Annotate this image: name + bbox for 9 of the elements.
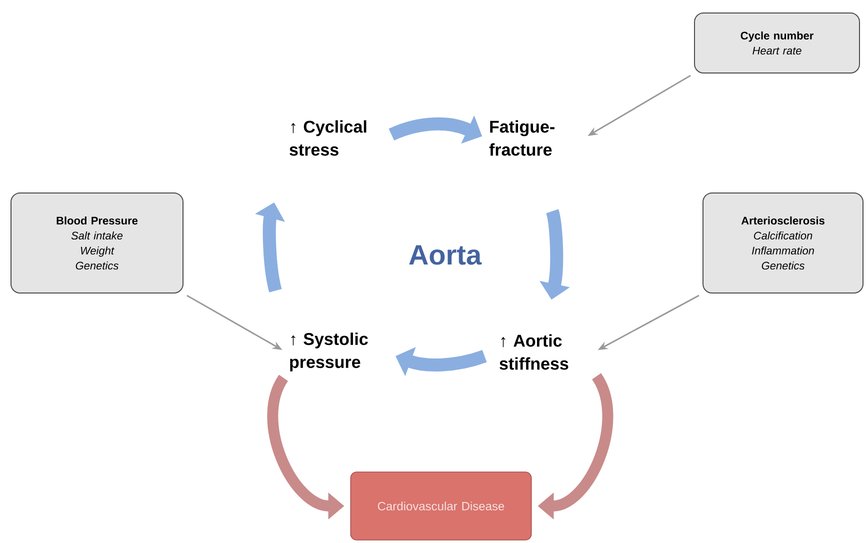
label-box: Cycle number Heart rate — [694, 12, 860, 74]
factor-text: ↑ Systolic pressure — [290, 332, 368, 372]
disease-box: Cardiovascular Disease — [350, 472, 532, 540]
factor-text: ↑ Cyclical stress — [290, 120, 366, 156]
factor-text: Fatigue-fracture — [489, 120, 554, 156]
label-box: Arteriosclerosis Calcification Inflammation Genetics — [702, 192, 864, 294]
center-title: Aorta — [409, 245, 482, 265]
label-box: Blood Pressure Salt intake Weight Genetics — [10, 192, 184, 294]
factor-text: ↑ Aortic stiffness — [500, 334, 568, 370]
